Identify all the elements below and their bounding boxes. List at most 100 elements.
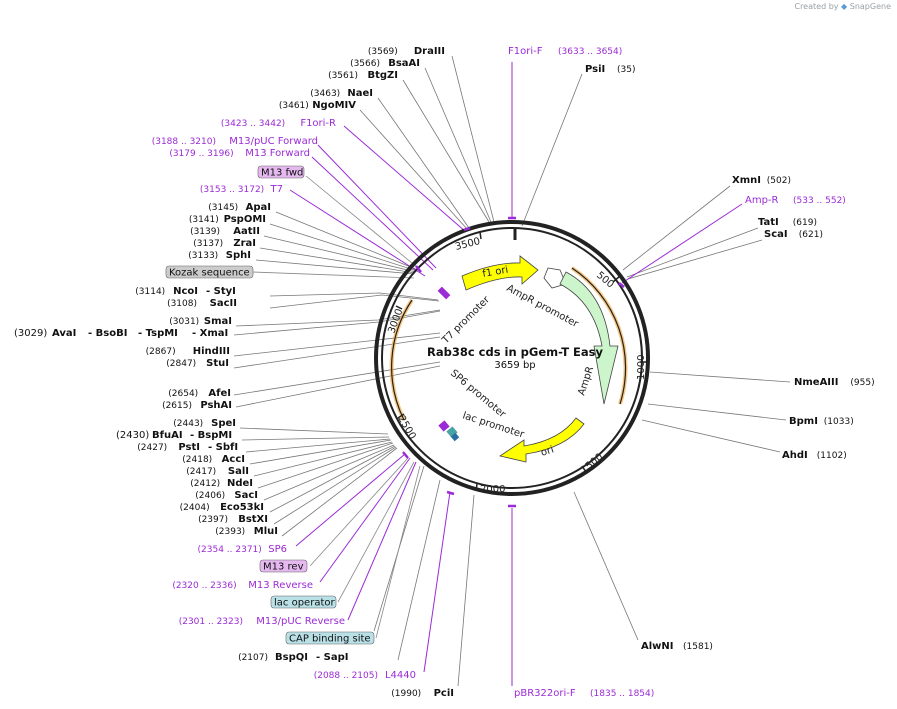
enzyme-name-aatii: AatII [233, 226, 260, 237]
enzyme-pos-bsaai: (3566) [350, 59, 380, 69]
enzyme-name-psti: PstI [178, 442, 200, 453]
enzyme-pos-bstxi: (2397) [198, 515, 228, 525]
t7-promoter-label: T7 promoter [440, 294, 493, 347]
enzyme-pos-eco53ki: (2404) [180, 503, 210, 513]
enzyme-pos-aatii: (3139) [190, 227, 220, 237]
primer-range-l4440: (2088 .. 2105) [314, 671, 378, 681]
ava-b: - BsoBI [88, 328, 127, 339]
primer-marks [402, 216, 625, 508]
enzyme-name-draiii: DraIII [414, 46, 445, 57]
lac-promoter-label: lac promoter [461, 410, 526, 441]
feature-box-m13-fwd [257, 165, 305, 179]
feature-arrows: f1 ori AmpR AmpR promoter ori T7 promote… [437, 255, 619, 463]
enzyme-name-acci: AccI [222, 454, 245, 465]
snapgene-logo-icon: ◆ [841, 2, 848, 11]
ampr-label: AmpR [576, 365, 596, 397]
enzyme-pos-alwni: (1581) [683, 642, 713, 652]
enzyme-pos-nmeaiii: (955) [850, 378, 874, 388]
feature-label-cap-binding-site: CAP binding site [289, 634, 371, 645]
enzyme-name-hindiii: HindIII [193, 346, 230, 357]
feature-label-m13-fwd: M13 fwd [261, 168, 303, 179]
primer-range-m13-reverse: (2320 .. 2336) [172, 581, 236, 591]
psi-pos: (35) [617, 65, 635, 75]
enzyme-name-naei: NaeI [347, 88, 373, 99]
enzyme-name-btgzi: BtgZI [367, 70, 398, 81]
enzyme-name-afei: AfeI [208, 388, 231, 399]
feature-label-kozak-sequence: Kozak sequence [169, 268, 250, 279]
snapgene-credit: Created by ◆ SnapGene [794, 2, 891, 11]
enzyme-name-zrai: ZraI [233, 238, 256, 249]
primer-name-m13-reverse: M13 Reverse [248, 580, 313, 591]
primer-range-amp-r: (533 .. 552) [793, 196, 846, 206]
ava-label-group: (3029) AvaI - BsoBI - TspMI - XmaI [14, 328, 228, 339]
enzyme-extra-psti: - SbfI [208, 442, 238, 453]
primer-range-m13-puc-reverse: (2301 .. 2323) [179, 617, 243, 627]
enzyme-pos-pshai: (2615) [162, 401, 192, 411]
primer-name-m13-puc-reverse: M13/pUC Reverse [256, 616, 345, 627]
enzyme-name-pcii: PciI [434, 688, 454, 699]
enzyme-name-alwni: AlwNI [641, 641, 674, 652]
enzyme-name-apai: ApaI [246, 202, 271, 213]
bfua-pos: (2430) [116, 430, 149, 441]
enzyme-name-pspomi: PspOMI [224, 214, 266, 225]
primer-name-m13-forward: M13 Forward [245, 148, 310, 159]
enzyme-pos-xmni: (502) [767, 176, 791, 186]
mcs-feature-2 [438, 420, 450, 432]
f1ori-f-range: (3633 .. 3654) [558, 47, 622, 57]
primer-name-t7: T7 [270, 184, 283, 195]
enzyme-pos-afei: (2654) [168, 389, 198, 399]
enzyme-extra-bspqi: - SapI [316, 652, 348, 663]
enzyme-name-mlui: MluI [254, 526, 278, 537]
primer-lines [289, 62, 743, 686]
backbone [374, 220, 650, 496]
feature-label-lac-operator: lac operator [274, 598, 335, 609]
primer-range-sp6: (2354 .. 2371) [198, 545, 262, 555]
bottom-primer: pBR322ori-F (1835 .. 1854) [514, 688, 654, 699]
enzyme-pos-scai: (621) [799, 230, 823, 240]
enzyme-name-sphi: SphI [226, 250, 251, 261]
feature-box-cap-binding-site [285, 631, 375, 645]
tick-2000: 2000 [480, 484, 505, 495]
enzyme-pos-zrai: (3137) [193, 239, 223, 249]
enzyme-name-eco53ki: Eco53kI [220, 502, 264, 513]
tick-1000: 1000 [636, 355, 647, 380]
enzyme-name-sacii: SacII [210, 298, 237, 309]
primer-range-f1ori-r: (3423 .. 3442) [221, 119, 285, 129]
enzyme-name-bsaai: BsaAI [388, 58, 420, 69]
feature-box-m13-rev [259, 559, 308, 573]
f1-ori-label: f1 ori [482, 265, 510, 280]
ori-label: ori [540, 444, 556, 458]
tick-1500: 1500 [579, 452, 606, 477]
bfua-label-group: (2430) BfuAI - BspMI [116, 430, 232, 441]
enzyme-pos-ahdi: (1102) [817, 451, 847, 461]
mcs-feature-1 [437, 286, 451, 300]
enzyme-pos-smai: (3031) [169, 317, 199, 327]
feature-box-kozak-sequence [165, 265, 254, 279]
enzyme-extra-ncoi: - StyI [206, 286, 236, 297]
ava-a: AvaI [52, 328, 76, 339]
enzyme-name-tati: TatI [758, 217, 779, 228]
enzyme-name-bstxi: BstXI [238, 514, 268, 525]
enzyme-name-scai: ScaI [764, 229, 788, 240]
enzyme-pos-pspomi: (3141) [189, 215, 219, 225]
feature-label-m13-rev: M13 rev [263, 562, 304, 573]
enzyme-pos-pcii: (1990) [391, 689, 421, 699]
left-primer-labels: F1ori-R(3423 .. 3442)M13/pUC Forward(318… [152, 118, 416, 681]
enzyme-pos-ngomiv: (3461) [279, 101, 309, 111]
mcs-feature-4 [450, 432, 460, 442]
ava-pos: (3029) [14, 328, 47, 339]
plasmid-size: 3659 bp [494, 360, 535, 371]
enzyme-name-smai: SmaI [204, 316, 232, 327]
enzyme-pos-btgzi: (3561) [328, 71, 358, 81]
enzyme-pos-saci: (2406) [195, 491, 225, 501]
enzyme-pos-naei: (3463) [310, 89, 340, 99]
connector-lines [233, 55, 791, 687]
bfua-b: - BspMI [190, 430, 232, 441]
primer-name-m13-puc-forward: M13/pUC Forward [229, 136, 318, 147]
enzyme-name-saci: SacI [234, 490, 258, 501]
enzyme-pos-apai: (3145) [208, 203, 238, 213]
enzyme-pos-bspqi: (2107) [238, 653, 268, 663]
enzyme-name-nmeaiii: NmeAIII [794, 377, 838, 388]
plasmid-name: Rab38c cds in pGem-T Easy [427, 345, 604, 359]
